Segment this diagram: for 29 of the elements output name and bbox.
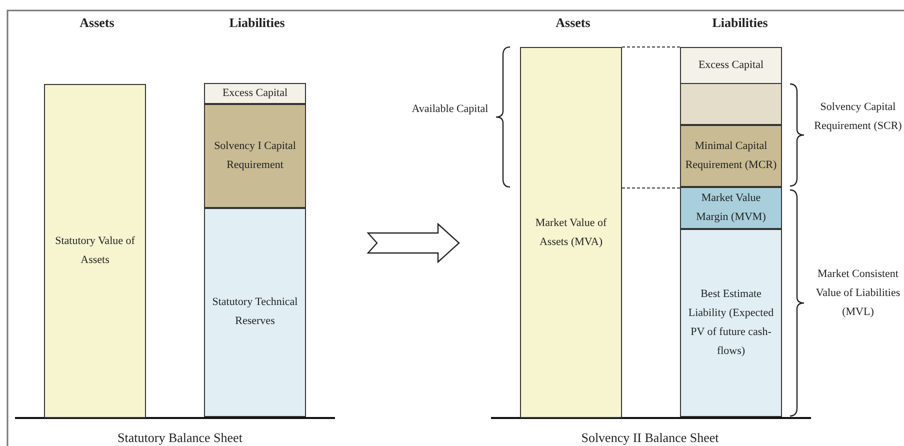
column-header: Liabilities [711, 14, 769, 32]
balance-sheet-block [44, 84, 146, 418]
dashed-guide-line [622, 46, 680, 48]
block-text: Solvency I Capital Requirement [213, 138, 297, 172]
balance-sheet-block [680, 186, 782, 228]
balance-sheet-block [204, 104, 306, 208]
balance-sheet-block [680, 228, 782, 416]
balance-sheet-block [680, 47, 782, 84]
column-header: Assets [554, 14, 592, 32]
block-text: Statutory Technical Reserves [211, 295, 299, 329]
brace-label: Solvency Capital Requirement (SCR) [813, 100, 903, 134]
brace-label: Available Capital [410, 102, 490, 117]
balance-sheet-block [204, 82, 306, 104]
sheet-caption: Solvency II Balance Sheet [580, 429, 720, 446]
block-text: Statutory Value of Assets [54, 234, 136, 268]
balance-sheet-block [204, 208, 306, 416]
balance-sheet-block [680, 124, 782, 186]
block-text: Excess Capital [698, 58, 764, 73]
block-text: Market Value of Assets (MVA) [534, 216, 608, 250]
block-text: Excess Capital [222, 86, 288, 100]
empty-block [680, 82, 782, 124]
column-header: Assets [78, 14, 116, 32]
block-text: Market Value Margin (MVM) [695, 190, 767, 224]
column-header: Liabilities [228, 14, 286, 32]
balance-sheet-block [520, 47, 622, 418]
brace-label: Market Consistent Value of Liabilities (MVL) [814, 267, 902, 320]
block-text: Minimal Capital Requirement (MCR) [685, 138, 777, 172]
sheet-caption: Statutory Balance Sheet [116, 429, 244, 446]
block-text: Best Estimate Liability (Expected PV of future cash-flows) [687, 286, 775, 358]
